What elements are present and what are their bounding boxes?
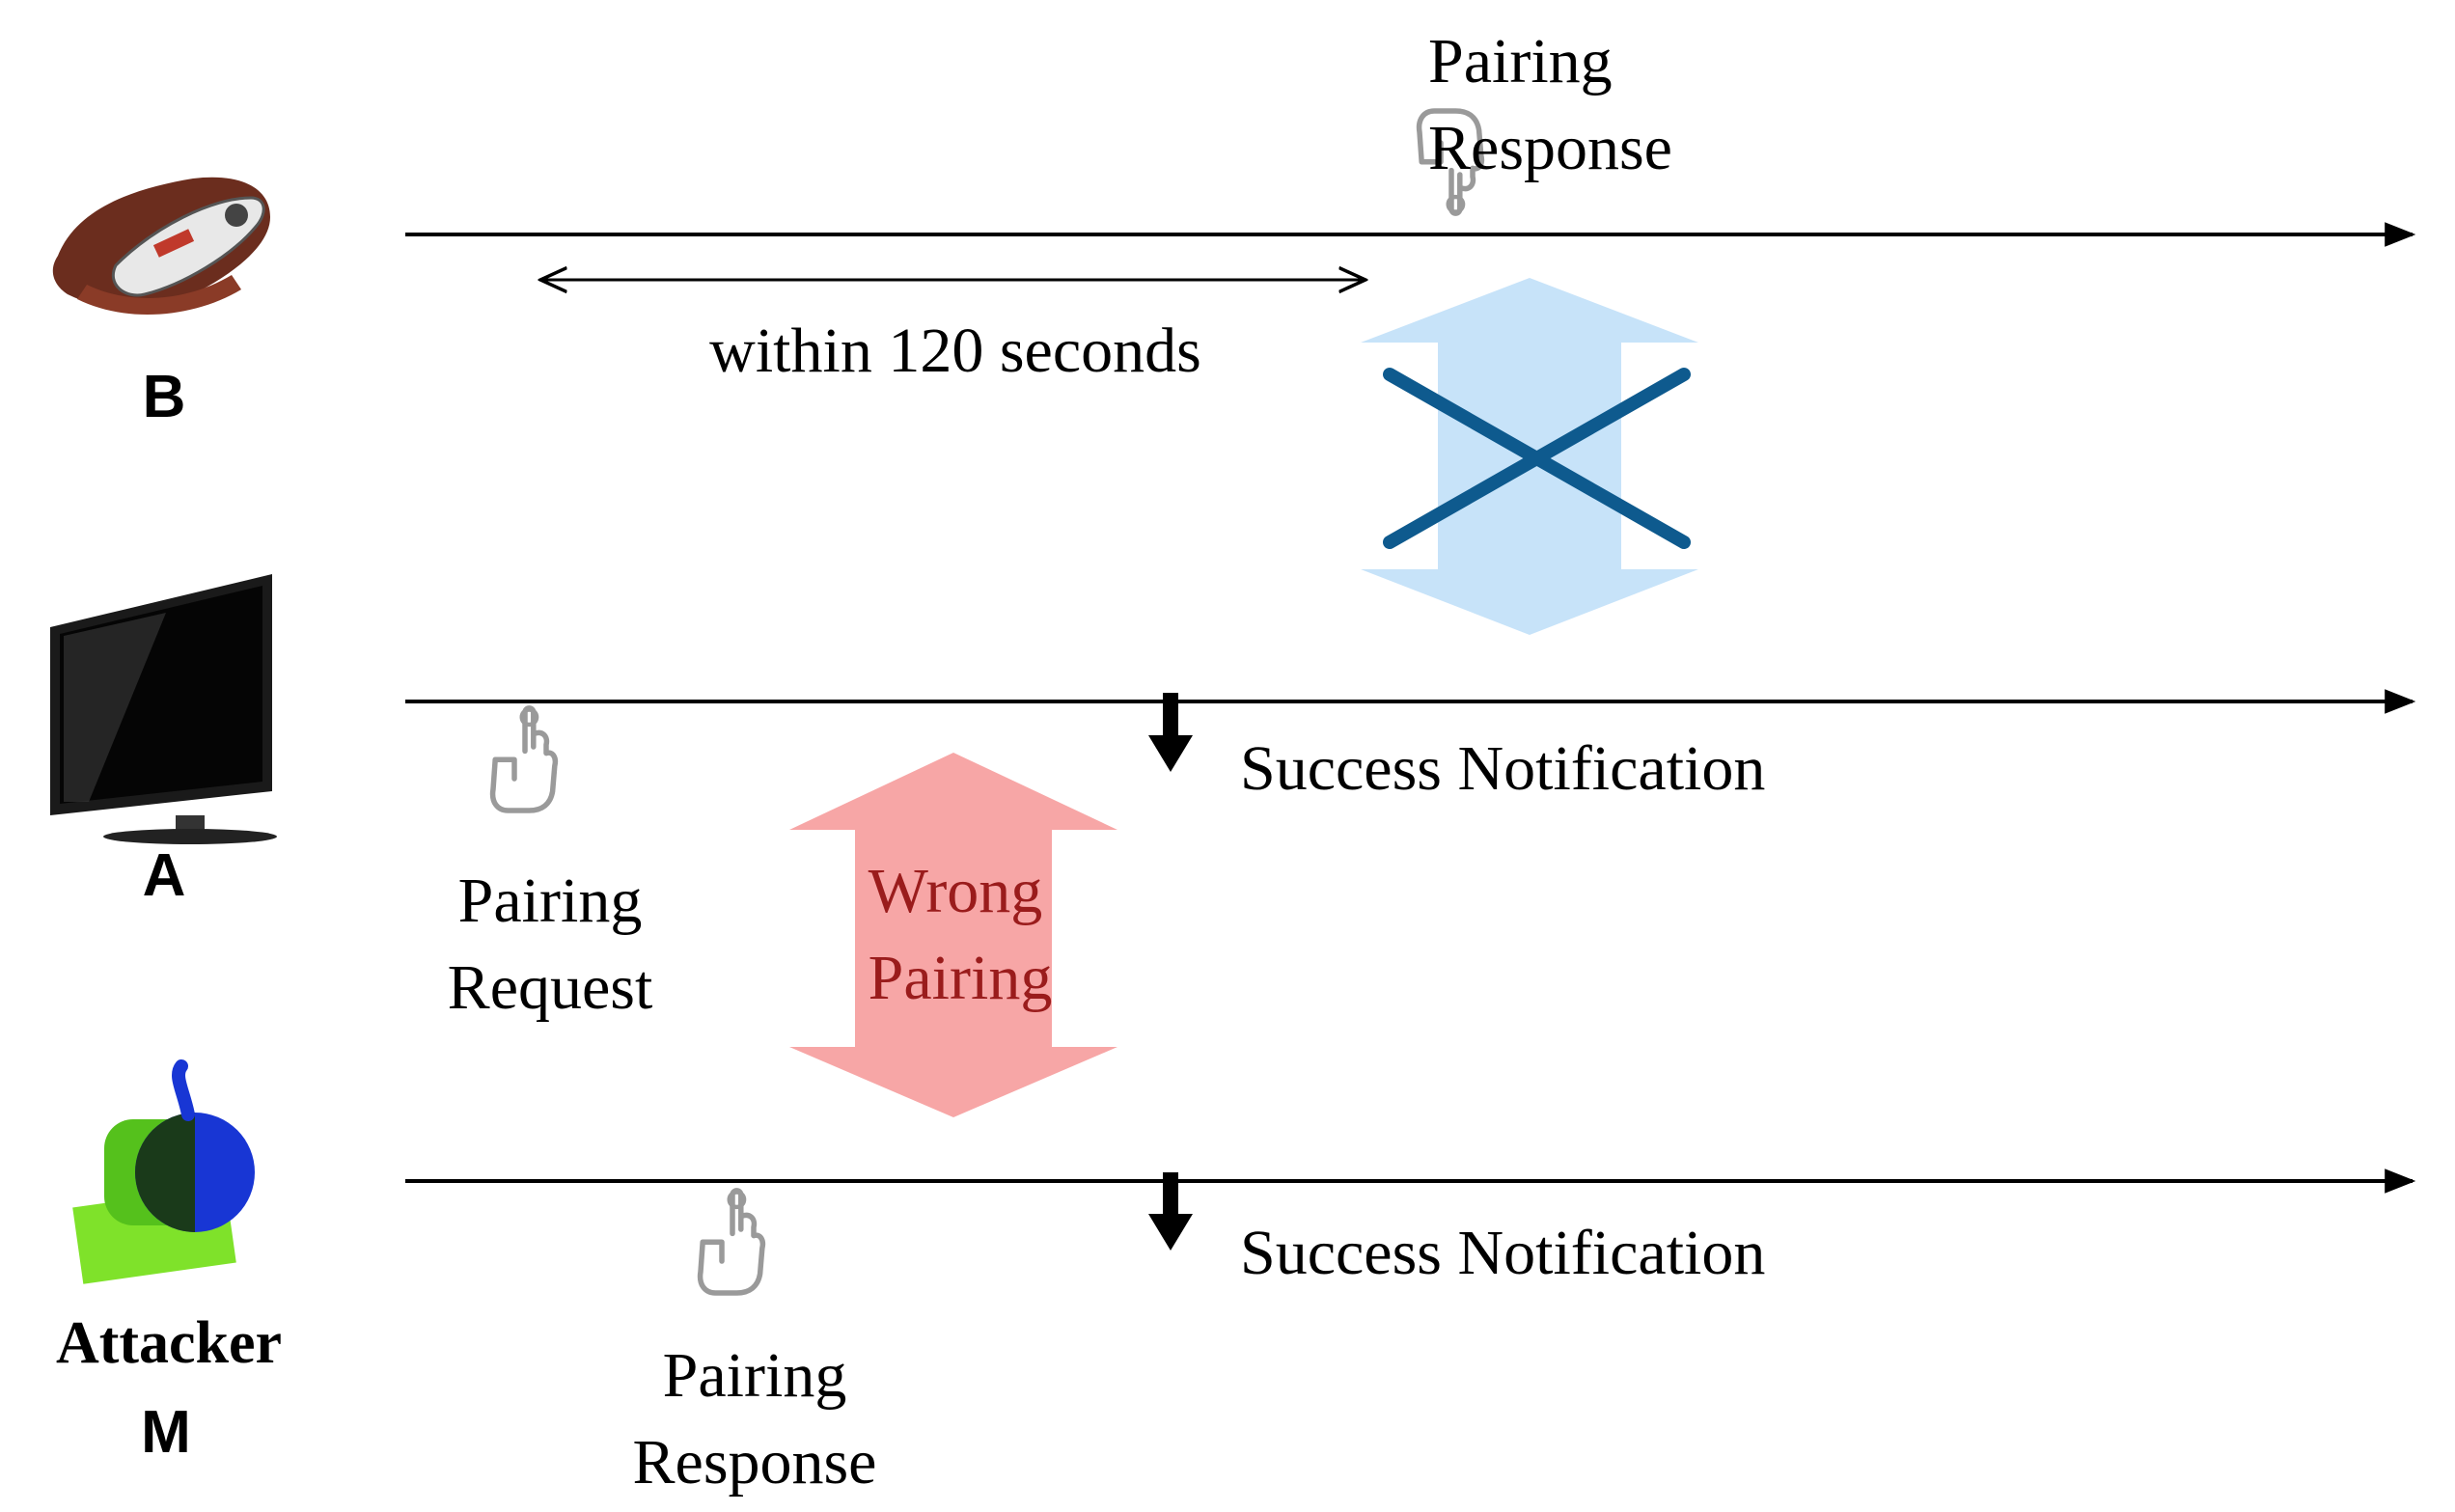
remote-hand-icon: [52, 177, 270, 316]
m-pairing-response-line1: Pairing: [663, 1340, 847, 1411]
a-success-notification: Success Notification: [1240, 733, 1765, 804]
m-pairing-response-line2: Response: [633, 1427, 877, 1498]
wrong-pairing-arrow: [789, 753, 1117, 1117]
hand-press-icon: [701, 1191, 763, 1293]
attacker-bomb-icon: [72, 1059, 255, 1284]
wrong-pairing-line1: Wrong: [869, 856, 1043, 926]
down-arrow-icon: [1148, 693, 1193, 772]
down-arrow-icon: [1148, 1172, 1193, 1251]
cross-line-2: [1383, 368, 1691, 549]
actor-m-label-line1: Attacker: [56, 1310, 282, 1376]
blocked-pairing-arrow: [1361, 278, 1698, 635]
wrong-pairing-line2: Pairing: [869, 943, 1053, 1013]
a-pairing-request-line1: Pairing: [458, 866, 643, 936]
tv-icon: [50, 574, 277, 844]
actor-b-label: B: [143, 364, 186, 430]
hand-press-icon: [493, 708, 556, 811]
a-pairing-request-line2: Request: [448, 952, 653, 1023]
actor-a-label: A: [143, 842, 186, 909]
actor-m-label-line2: M: [141, 1399, 191, 1466]
m-success-notification: Success Notification: [1240, 1218, 1765, 1288]
time-window-label: within 120 seconds: [709, 316, 1201, 386]
b-pairing-response-line1: Pairing: [1428, 26, 1613, 96]
b-pairing-response-line2: Response: [1428, 113, 1672, 183]
